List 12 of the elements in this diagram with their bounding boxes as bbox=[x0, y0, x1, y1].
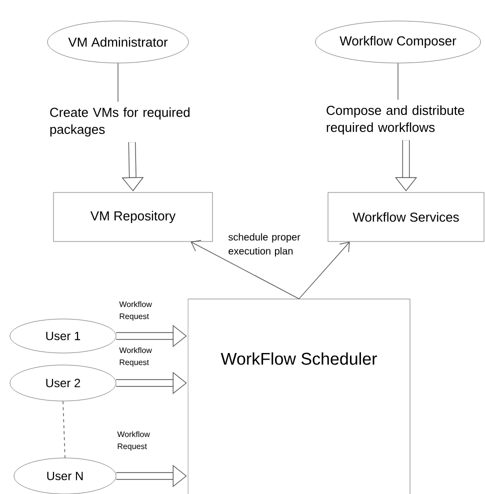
arrow bbox=[298, 242, 350, 300]
process-box: WorkFlow Scheduler bbox=[188, 298, 410, 494]
edge-label: Workflow Request bbox=[119, 301, 152, 321]
note-text: schedule proper execution plan bbox=[228, 233, 300, 257]
process-box: Workflow Services bbox=[328, 192, 484, 242]
step-text: Create VMs for required packages bbox=[50, 107, 190, 137]
step-text: Compose and distribute required workflows bbox=[326, 105, 464, 135]
edge-label: Workflow Request bbox=[119, 347, 152, 367]
process-box: VM Repository bbox=[53, 192, 213, 242]
arrow bbox=[190, 240, 300, 300]
edge-label: Workflow Request bbox=[117, 431, 150, 451]
dashed-line bbox=[62, 400, 66, 458]
